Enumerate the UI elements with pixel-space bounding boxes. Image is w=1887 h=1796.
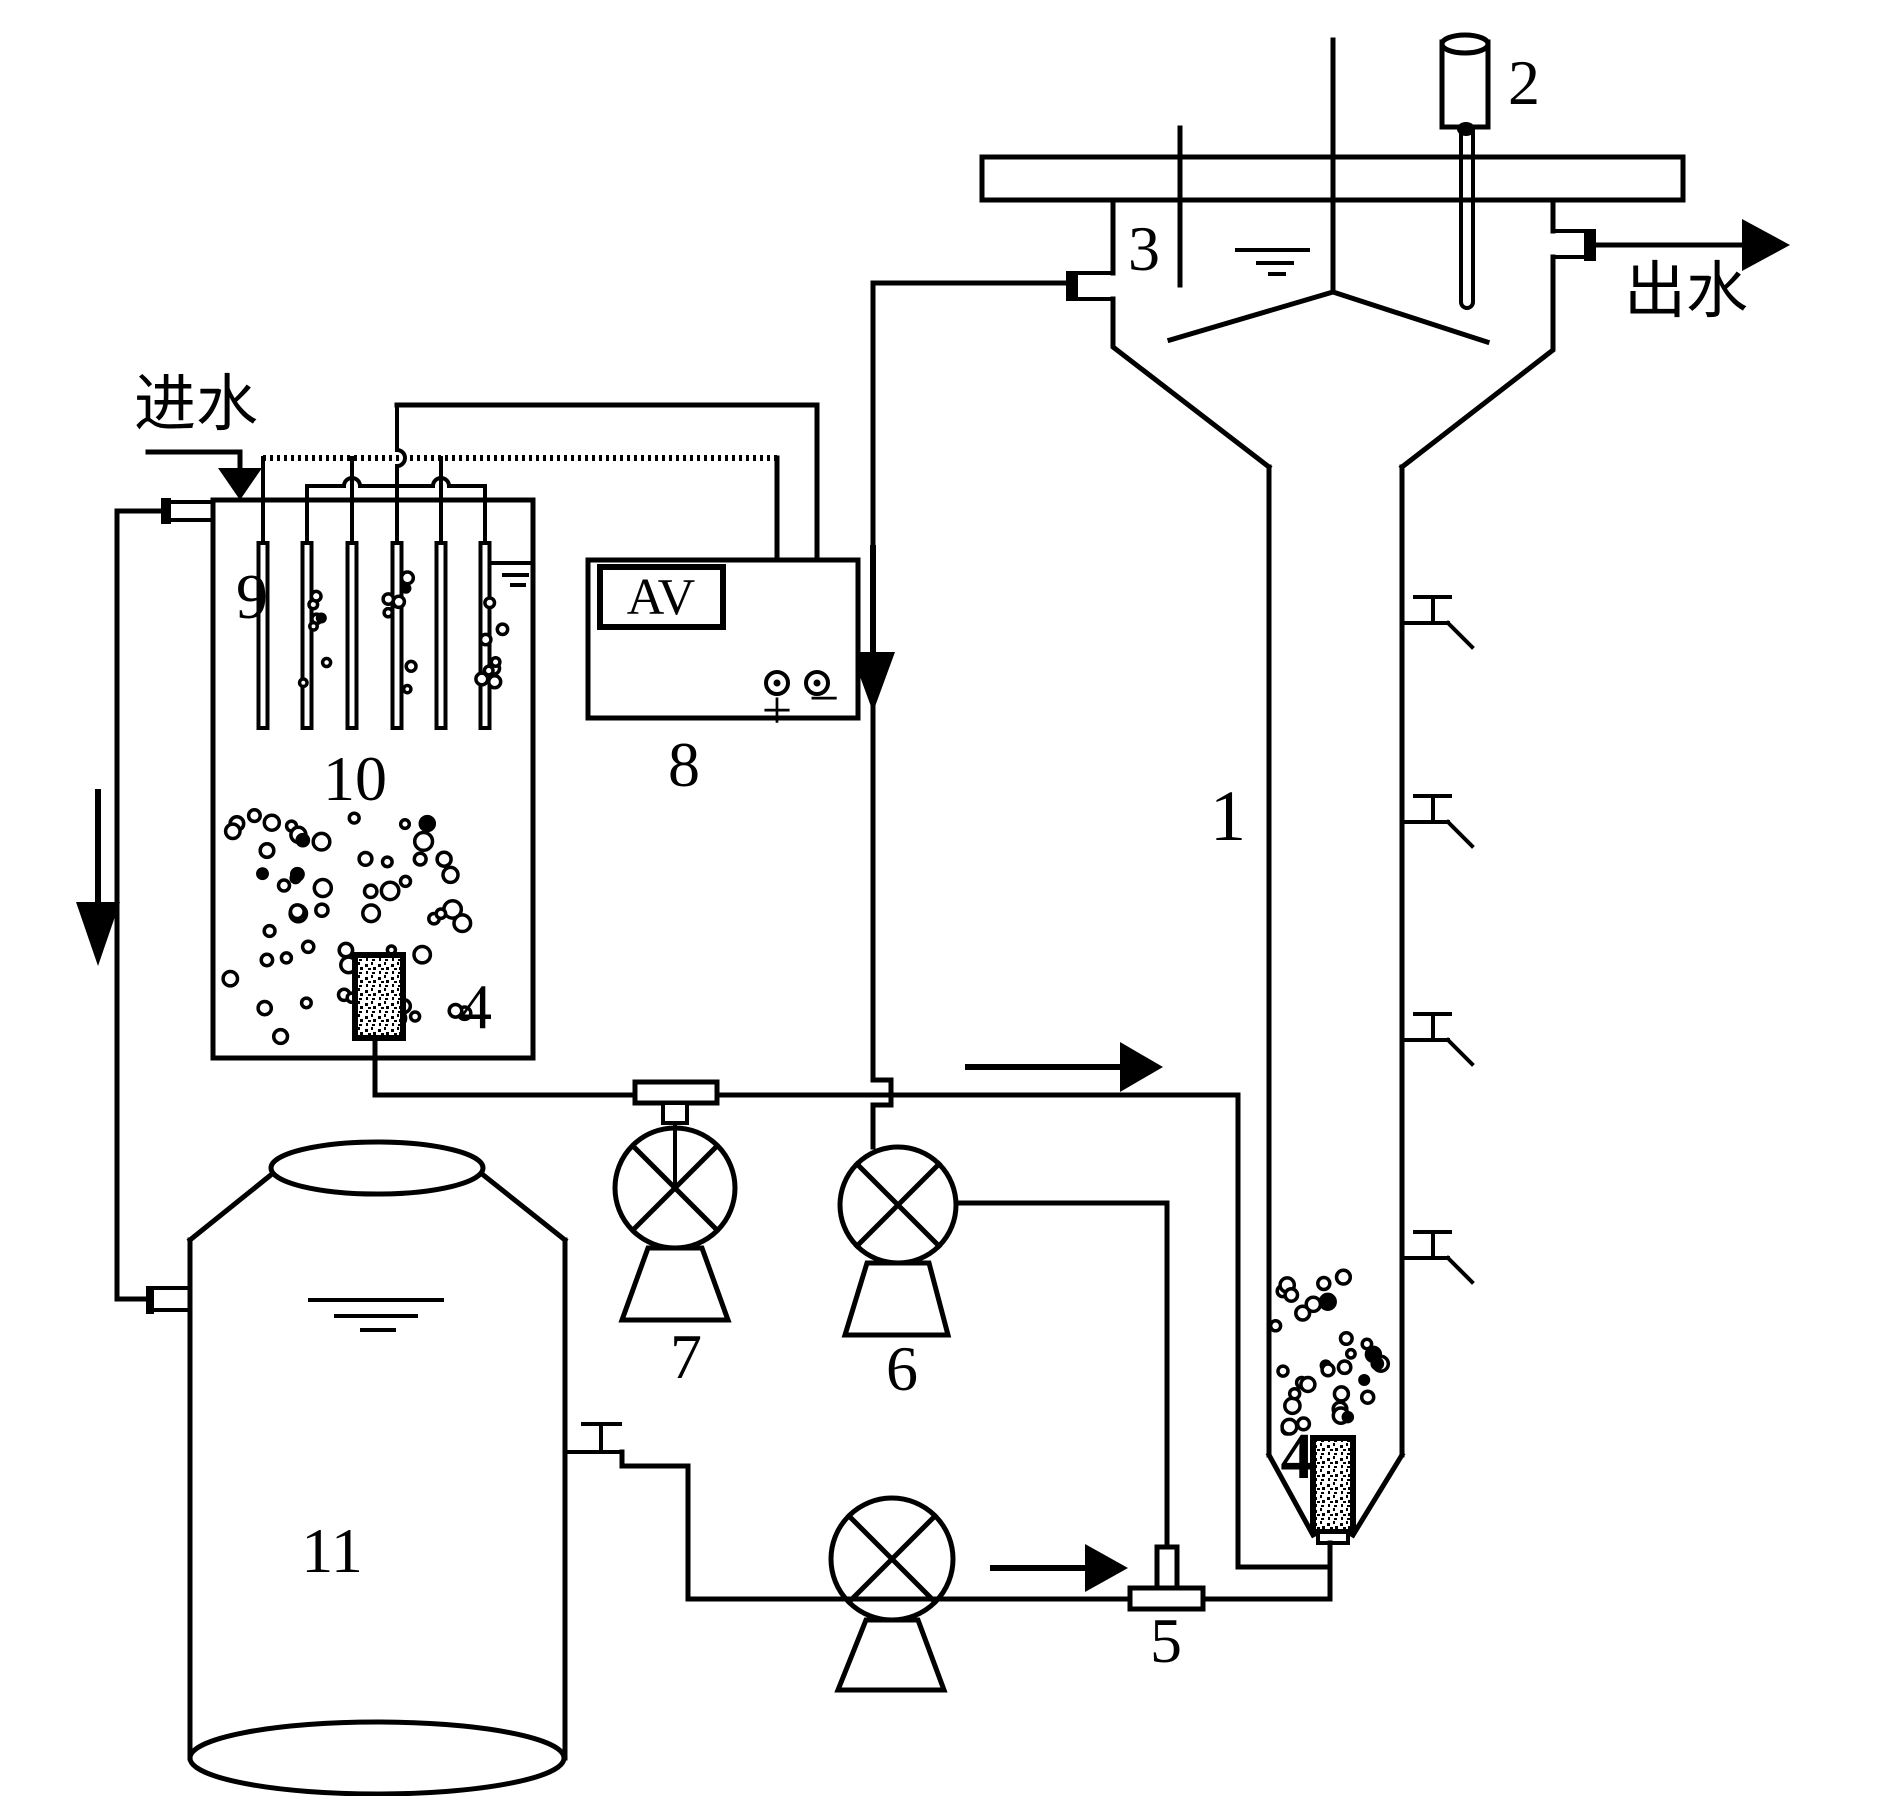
recycle-pipe xyxy=(372,1035,1333,1570)
tank11-port-cap xyxy=(146,1286,154,1314)
display-bezel xyxy=(597,564,726,630)
storage-tank: 11 xyxy=(146,1139,691,1796)
water-level-icon xyxy=(490,561,535,587)
probe-assembly xyxy=(1439,32,1491,310)
inlet-flow: 进水 xyxy=(134,367,262,500)
left-down-arrow-icon xyxy=(76,902,120,966)
label-column-diffuser: 4 xyxy=(1281,1420,1314,1493)
deflector-cone xyxy=(1166,289,1491,346)
label-power-supply: 8 xyxy=(668,729,700,800)
outlet-port-cap xyxy=(1584,229,1596,261)
pump-base xyxy=(834,1617,948,1693)
water-level-icon xyxy=(308,1298,444,1332)
inlet-label: 进水 xyxy=(134,367,258,440)
sampling-valve-icon xyxy=(1400,595,1475,650)
electrolysis-tank: 进水 xyxy=(76,367,1333,1570)
label-storage-tank: 11 xyxy=(301,1515,363,1586)
recycle-pump: 6 xyxy=(837,1144,1170,1550)
inlet-arrow-icon xyxy=(218,468,262,500)
column-diffuser xyxy=(1310,1435,1356,1535)
power-supply: AV + − 8 xyxy=(585,557,861,800)
tee-stem xyxy=(1154,1544,1180,1592)
outlet-flow: 出水 xyxy=(1594,219,1790,327)
probe-cap xyxy=(1439,32,1491,56)
feed-pump: 7 xyxy=(612,1079,738,1392)
display-text: AV xyxy=(627,569,695,626)
sampling-valve-icon xyxy=(1400,794,1475,849)
plus-symbol: + xyxy=(762,680,792,740)
pump-base xyxy=(841,1260,952,1338)
flow-arrow-icon xyxy=(1120,1042,1163,1092)
label-probe: 2 xyxy=(1508,47,1540,118)
flow-arrow-icon xyxy=(1085,1544,1128,1592)
tank-valve-icon xyxy=(563,1422,691,1602)
bottom-feed-line: 5 xyxy=(685,1495,1333,1693)
probe-joint xyxy=(1457,122,1475,136)
outlet-label: 出水 xyxy=(1624,254,1748,327)
fitting-stub xyxy=(661,1101,689,1125)
down-arrow-icon xyxy=(851,652,895,712)
pump-base xyxy=(618,1245,732,1323)
inline-fitting xyxy=(632,1079,720,1106)
label-column: 1 xyxy=(1210,776,1246,856)
probe-rod xyxy=(1459,125,1475,310)
cathode-feed xyxy=(395,403,407,488)
port-3-cap xyxy=(1066,271,1078,301)
pump-x-icon xyxy=(629,1142,721,1234)
label-tank-diffuser: 4 xyxy=(460,971,492,1042)
water-level-icon xyxy=(1235,248,1310,276)
sampling-valve-icon xyxy=(1400,1012,1475,1067)
outlet-arrow-icon xyxy=(1742,219,1790,271)
tank-bottom xyxy=(187,1719,567,1796)
minus-symbol: − xyxy=(809,668,839,728)
label-feed-pump: 7 xyxy=(670,1321,702,1392)
tank-diffuser xyxy=(352,952,406,1041)
pump-x-icon xyxy=(853,1160,943,1250)
diffuser-neck xyxy=(1316,1530,1350,1545)
electrode-bubbles xyxy=(297,570,510,695)
pump-x-icon xyxy=(845,1512,939,1606)
tank-port-cap xyxy=(161,498,171,524)
pump6-outlet-pipe xyxy=(953,1200,1170,1550)
tee-fitting xyxy=(1127,1585,1206,1612)
column-bubbles xyxy=(1268,1268,1391,1436)
label-tee: 5 xyxy=(1150,1605,1182,1676)
sampling-valve-icon xyxy=(1400,1230,1475,1285)
label-bubbles: 10 xyxy=(323,743,387,814)
settling-tank: 出水 3 2 xyxy=(870,32,1790,471)
label-electrodes: 9 xyxy=(236,561,268,632)
airlift-column: 4 1 xyxy=(1210,464,1475,1545)
label-settling-tank: 3 xyxy=(1128,213,1160,284)
tank-opening xyxy=(268,1139,486,1197)
label-recycle-pump: 6 xyxy=(886,1333,918,1404)
